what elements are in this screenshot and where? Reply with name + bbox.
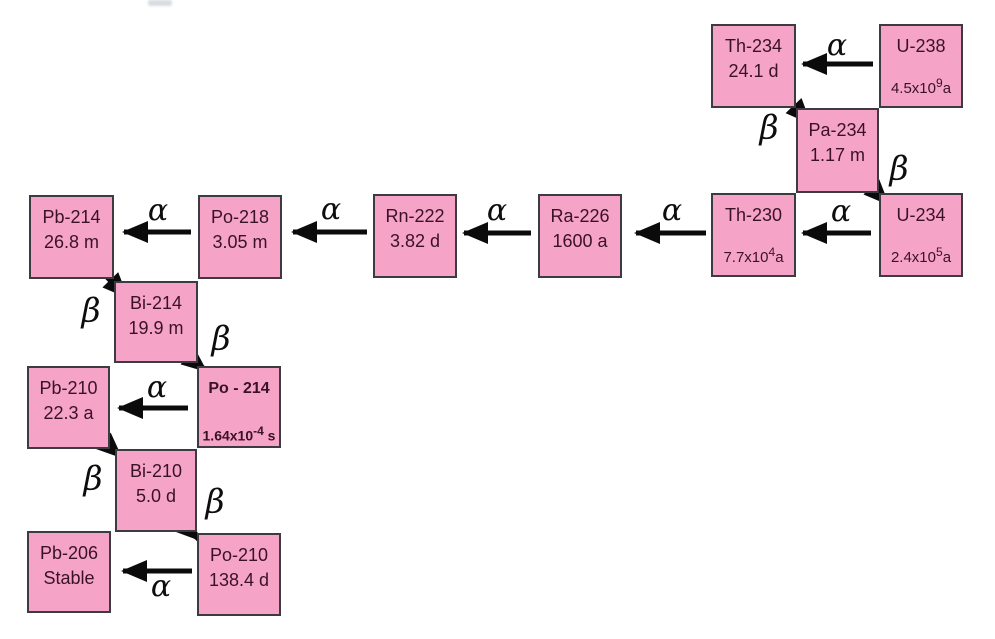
nuclide-name: Bi-214 [129,293,183,313]
nuclide-halflife: 2.4x105a [881,240,961,270]
nuclide-box-po-218: Po-218 3.05 m [198,195,282,279]
nuclide-box-pb-210: Pb-210 22.3 a [27,366,110,449]
halflife-base: 3.05 m [212,232,268,252]
nuclide-halflife: 1.64x10-4 s [199,419,279,449]
nuclide-box-u-234: U-234 2.4x105a [879,193,963,277]
halflife-base: 22.3 a [43,403,94,423]
halflife-unit: a [942,80,952,97]
nuclide-box-pa-234: Pa-234 1.17 m [796,108,879,193]
nuclide-halflife: 1.17 m [798,143,877,168]
nuclide-box-bi-210: Bi-210 5.0 d [115,449,197,532]
nuclide-name: Pa-234 [808,120,867,140]
nuclide-name: Ra-226 [550,206,610,226]
nuclide-halflife: 4.5x109a [881,71,961,101]
nuclide-halflife: 3.82 d [375,229,455,254]
nuclide-halflife: 19.9 m [116,316,196,341]
halflife-unit: s [263,427,276,444]
decay-label-beta: β [211,318,231,358]
nuclide-halflife: 3.05 m [200,230,280,255]
nuclide-box-po-214: Po - 214 1.64x10-4 s [197,366,281,448]
decay-label-alpha: α [661,193,683,228]
nuclide-name: Po-218 [210,207,270,227]
halflife-base: 5.0 d [135,486,177,506]
nuclide-halflife: 138.4 d [199,568,279,593]
nuclide-name: Rn-222 [385,206,445,226]
nuclide-box-pb-206: Pb-206 Stable [27,531,111,613]
nuclide-halflife: 5.0 d [117,484,195,509]
decay-label-alpha: α [486,193,508,228]
decay-label-alpha: α [320,192,342,227]
halflife-base: 1.64x10 [202,427,254,444]
nuclide-name: Th-234 [724,36,783,56]
halflife-exponent: -4 [253,424,264,438]
decay-label-beta: β [889,148,909,188]
halflife-base: 3.82 d [389,231,441,251]
nuclide-halflife: 7.7x104a [713,240,794,270]
halflife-base: 7.7x10 [723,249,769,266]
nuclide-halflife: 24.1 d [713,59,794,84]
nuclide-name: Pb-210 [39,378,98,398]
nuclide-name: Pb-206 [39,543,99,563]
decay-label-beta: β [205,481,225,521]
decay-label-beta: β [759,107,779,147]
nuclide-name: U-238 [896,36,946,56]
nuclide-box-rn-222: Rn-222 3.82 d [373,194,457,278]
nuclide-box-ra-226: Ra-226 1600 a [538,194,622,278]
nuclide-name: Po-210 [209,545,269,565]
nuclide-halflife: 22.3 a [29,401,108,426]
nuclide-box-po-210: Po-210 138.4 d [197,533,281,616]
nuclide-box-bi-214: Bi-214 19.9 m [114,281,198,363]
nuclide-box-th-234: Th-234 24.1 d [711,24,796,108]
halflife-unit: a [775,249,784,266]
nuclide-name: Pb-214 [42,207,101,227]
halflife-exponent: 4 [768,245,776,259]
halflife-base: 1600 a [552,231,608,251]
halflife-base: 19.9 m [128,318,184,338]
halflife-base: 24.1 d [728,61,779,81]
halflife-base: 26.8 m [43,232,100,252]
nuclide-name: U-234 [896,205,946,225]
nuclide-name: Bi-210 [129,461,183,481]
nuclide-box-u-238: U-238 4.5x109a [879,24,963,108]
nuclide-name: Po - 214 [208,380,270,397]
decay-label-alpha: α [146,370,168,405]
decay-label-alpha: α [150,569,172,604]
halflife-base: 1.17 m [809,145,866,165]
nuclide-halflife: 26.8 m [31,230,112,255]
decay-label-beta: β [81,290,101,330]
decay-label-alpha: α [826,28,848,63]
halflife-exponent: 9 [936,76,943,90]
nuclide-halflife: Stable [29,566,109,591]
cropped-title-fragment [148,0,172,6]
decay-label-alpha: α [830,194,852,229]
decay-label-beta: β [83,458,103,498]
nuclide-box-th-230: Th-230 7.7x104a [711,193,796,277]
decay-label-alpha: α [147,193,169,228]
halflife-exponent: 5 [936,245,943,259]
nuclide-box-pb-214: Pb-214 26.8 m [29,195,114,279]
nuclide-name: Th-230 [724,205,783,225]
halflife-base: Stable [43,568,95,588]
halflife-unit: a [942,249,952,266]
halflife-base: 2.4x10 [890,249,936,266]
halflife-base: 4.5x10 [890,80,936,97]
nuclide-halflife: 1600 a [540,229,620,254]
halflife-base: 138.4 d [208,570,270,590]
